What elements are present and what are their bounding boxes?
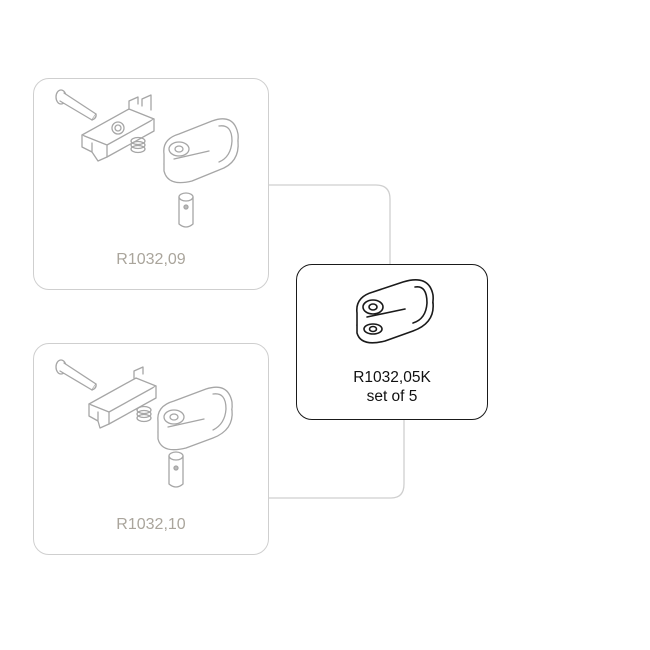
spring-icon	[136, 405, 152, 423]
quantity-note: set of 5	[366, 388, 418, 405]
pin-icon	[55, 359, 97, 391]
hinge-clip-icon	[163, 118, 239, 184]
part-code-and-quantity: R1032,05K set of 5	[297, 368, 487, 406]
part-card-r1032-09[interactable]: R1032,09	[33, 78, 269, 290]
part-card-r1032-05k[interactable]: R1032,05K set of 5	[296, 264, 488, 420]
hinge-clip-illustration	[356, 279, 434, 344]
part-code-label: R1032,05K	[353, 369, 431, 386]
bolt-icon	[178, 192, 194, 228]
pin-icon	[55, 89, 97, 121]
exploded-assembly-illustration	[55, 359, 233, 488]
connector-top	[269, 184, 391, 264]
part-card-r1032-10[interactable]: R1032,10	[33, 343, 269, 555]
hinge-clip-icon	[157, 386, 233, 451]
bracket-icon	[81, 94, 155, 162]
bolt-icon	[168, 451, 184, 488]
exploded-assembly-illustration	[55, 89, 239, 228]
bracket-icon	[88, 366, 157, 429]
connector-bottom	[269, 420, 405, 499]
part-code-label: R1032,09	[116, 251, 186, 268]
part-code-label: R1032,10	[116, 516, 186, 533]
spring-icon	[130, 136, 146, 154]
